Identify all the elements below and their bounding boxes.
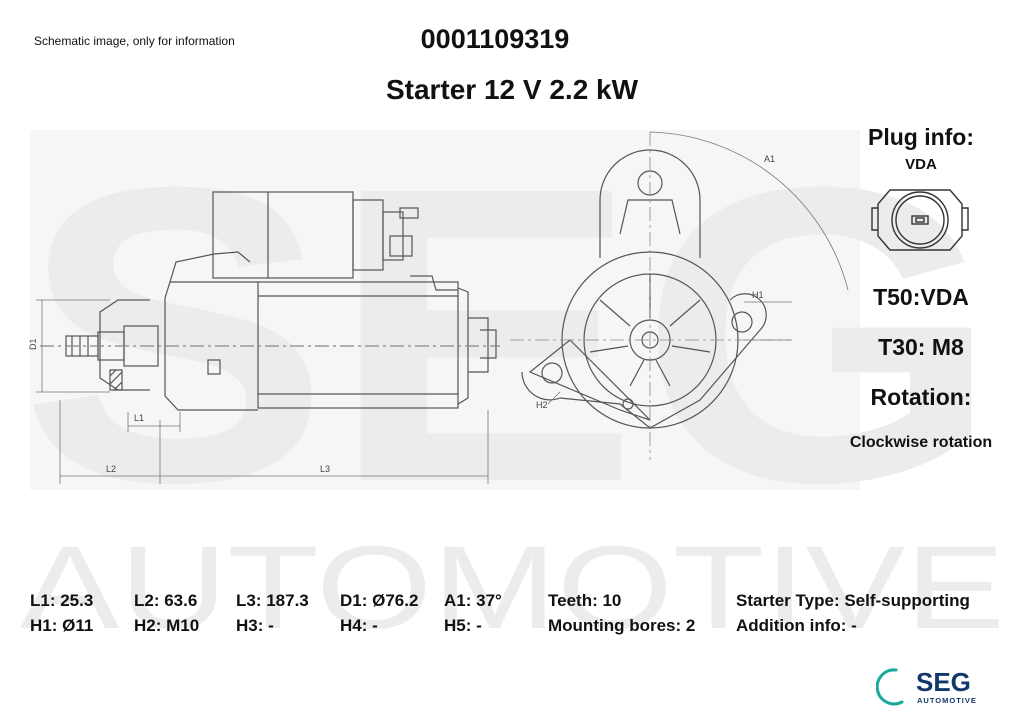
spec-h3: H3: - — [236, 616, 274, 635]
spec-l2: L2: 63.6 — [134, 591, 198, 610]
logo-swoosh-icon — [876, 668, 904, 706]
spec-l1: L1: 25.3 — [30, 591, 94, 610]
spec-teeth: Teeth: 10 — [548, 591, 622, 610]
plug-connector-icon — [871, 189, 969, 251]
logo-sub: AUTOMOTIVE — [917, 696, 977, 705]
label-l2: L2 — [106, 464, 116, 474]
t50-connection: T50:VDA — [873, 284, 969, 310]
seg-automotive-logo: SEG AUTOMOTIVE — [876, 667, 977, 706]
rotation-value: Clockwise rotation — [849, 434, 993, 451]
watermark-sub: AUTOMOTIVE — [20, 522, 1005, 654]
plug-type: VDA — [905, 156, 937, 173]
spec-h4: H4: - — [340, 616, 378, 635]
label-l1: L1 — [134, 413, 144, 423]
dimension-lines — [36, 299, 489, 484]
spec-h5: H5: - — [444, 616, 482, 635]
label-a1: A1 — [764, 154, 775, 164]
spec-mounting-bores: Mounting bores: 2 — [548, 616, 696, 635]
spec-addition-info: Addition info: - — [736, 616, 857, 635]
label-h1: H1 — [752, 290, 764, 300]
disclaimer-text: Schematic image, only for information — [34, 34, 235, 48]
watermark-brand: SEG — [20, 101, 1000, 570]
spec-starter-type: Starter Type: Self-supporting — [736, 591, 970, 610]
spec-h2: H2: M10 — [134, 616, 200, 635]
t30-connection: T30: M8 — [878, 334, 964, 360]
label-d1: D1 — [28, 338, 38, 350]
label-h2: H2 — [536, 400, 548, 410]
label-l3: L3 — [320, 464, 330, 474]
product-title: Starter 12 V 2.2 kW — [385, 74, 639, 105]
front-view — [521, 149, 767, 429]
spec-a1: A1: 37° — [444, 591, 502, 610]
spec-d1: D1: Ø76.2 — [340, 591, 419, 610]
spec-h1: H1: Ø11 — [30, 616, 94, 635]
logo-brand: SEG — [916, 667, 971, 697]
part-number: 0001109319 — [420, 24, 570, 54]
spec-l3: L3: 187.3 — [236, 591, 309, 610]
starter-technical-drawing: D1 L1 L2 L3 A1 H1 H2 — [28, 131, 849, 484]
rotation-heading: Rotation: — [870, 384, 972, 410]
front-dimension-lines — [510, 131, 849, 460]
plug-info-heading: Plug info: — [867, 124, 975, 150]
side-view — [40, 191, 500, 411]
